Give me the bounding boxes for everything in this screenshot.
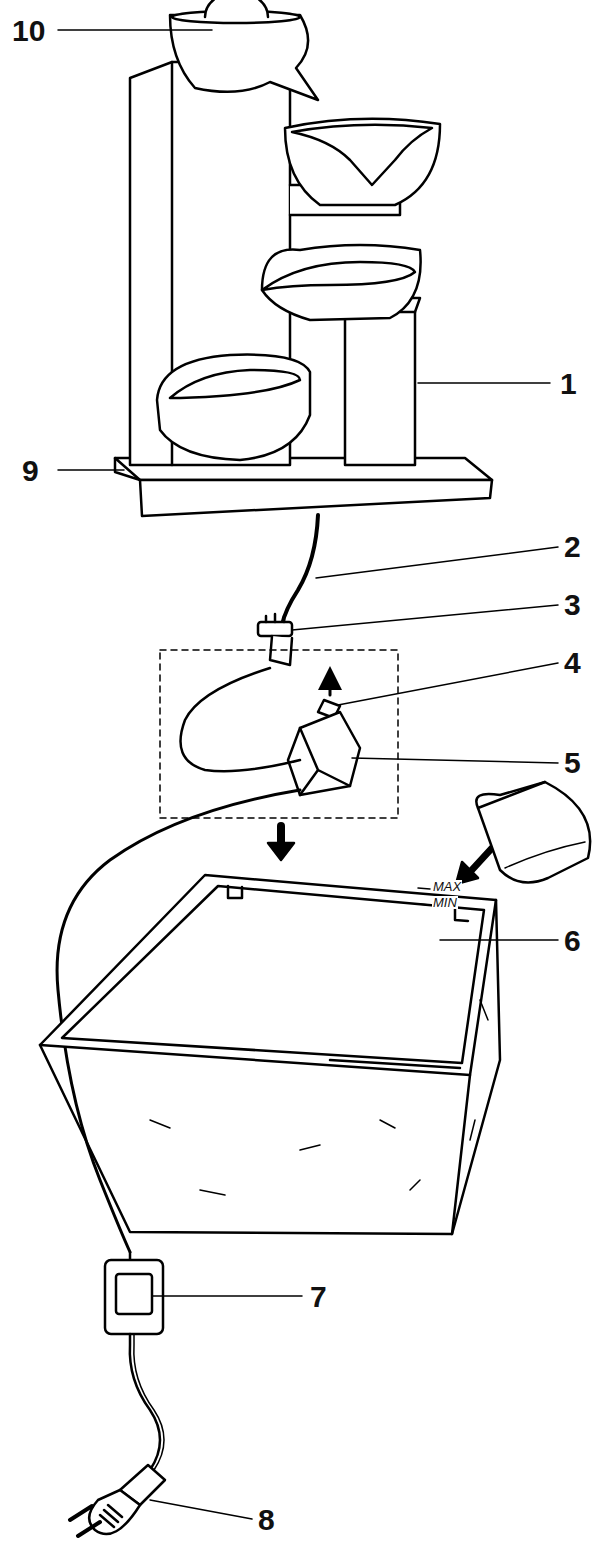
callout-number: 5 — [564, 748, 581, 778]
callout-number: 3 — [564, 590, 581, 620]
callout-number: 10 — [12, 16, 45, 46]
fill-mark: MIN — [432, 896, 458, 909]
callout-number: 6 — [564, 926, 581, 956]
callout-number: 7 — [310, 1282, 327, 1312]
callout-number: 8 — [258, 1505, 275, 1535]
callout-number: 9 — [22, 456, 39, 486]
callout-number: 4 — [564, 648, 581, 678]
callout-number: 2 — [564, 532, 581, 562]
callout-number: 1 — [560, 369, 577, 399]
fill-mark: MAX — [432, 880, 462, 893]
